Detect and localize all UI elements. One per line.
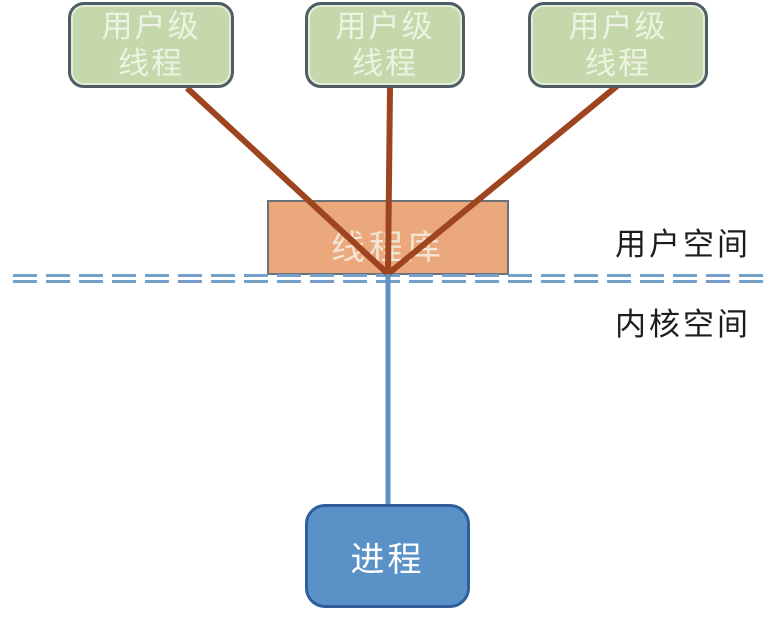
- user-thread-label-line2: 线程: [352, 46, 418, 81]
- user-thread-label-line1: 用户级: [101, 9, 201, 44]
- user-thread-label-line2: 线程: [585, 46, 651, 81]
- user-thread-box-1: 用户级 线程: [68, 2, 234, 88]
- user-thread-label-line1: 用户级: [335, 9, 435, 44]
- user-thread-label-line2: 线程: [118, 46, 184, 81]
- process-label: 进程: [350, 540, 425, 579]
- kernel-space-label: 内核空间: [615, 307, 751, 342]
- user-space-label: 用户空间: [615, 227, 751, 262]
- process-box: 进程: [305, 504, 470, 608]
- user-thread-label-line1: 用户级: [568, 9, 668, 44]
- user-thread-box-3: 用户级 线程: [528, 2, 708, 88]
- user-kernel-divider: [13, 274, 765, 283]
- user-thread-box-2: 用户级 线程: [305, 2, 465, 88]
- thread-library-box: 线程库: [267, 200, 509, 275]
- thread-library-label: 线程库: [331, 229, 445, 267]
